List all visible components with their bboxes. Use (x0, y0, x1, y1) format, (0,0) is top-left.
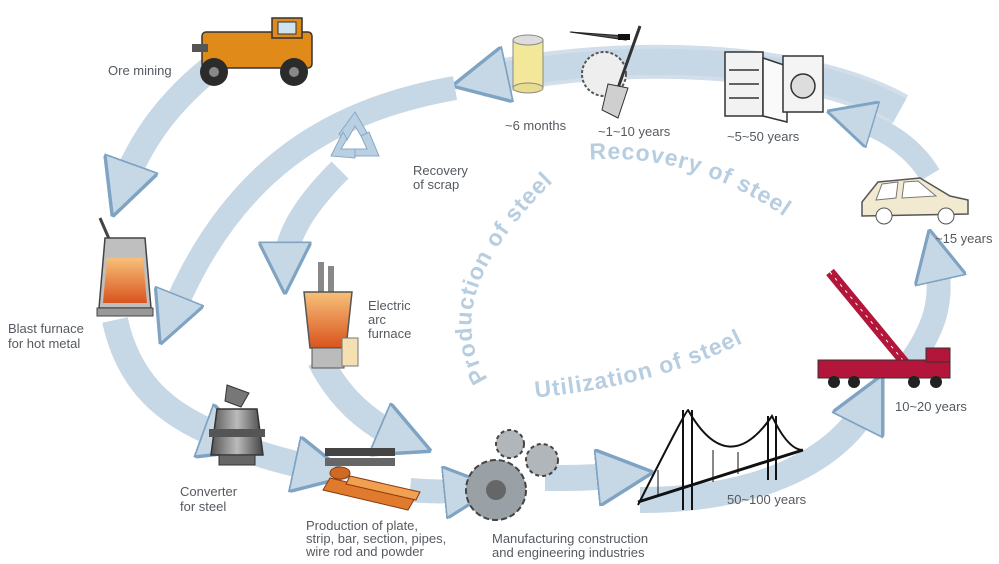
lifetime-bridges-label: 50~100 years (727, 492, 807, 507)
electric-arc-furnace-icon (303, 262, 359, 369)
recovery-of-steel-title: Recovery of steel (589, 138, 797, 222)
inner-arrow-gears-to-bridge (544, 475, 625, 478)
outer-arrow-blast-to-converter (102, 316, 230, 440)
car-body-icon (861, 177, 969, 225)
lifetime-cranes-label: 10~20 years (895, 399, 967, 414)
utilization-of-steel-title: Utilization of steel (533, 323, 746, 402)
suspension-bridge-icon (637, 408, 804, 510)
outer-arrow-cans-to-recycle (170, 76, 458, 320)
manufacturing-label: Manufacturing construction and engineeri… (492, 531, 652, 560)
tools-icon (569, 25, 642, 119)
lifetime-cars-label: ~15 years (935, 231, 993, 246)
blast-furnace-label: Blast furnace for hot metal (8, 321, 88, 351)
steel-products-icon (322, 448, 421, 511)
blast-furnace-icon (96, 217, 154, 317)
production-of-steel-title: Production of steel (450, 166, 557, 389)
inner-arrow-recycle-to-eaf (285, 161, 349, 268)
lifetime-tools-label: ~1~10 years (598, 124, 671, 139)
outer-arrow-mining-to-blast (122, 54, 224, 190)
mining-truck-icon (192, 17, 313, 86)
gears-icon (465, 429, 559, 521)
production-products-label: Production of plate, strip, bar, section… (305, 518, 450, 559)
ore-mining-label: Ore mining (108, 63, 172, 78)
recovery-of-scrap-label: Recovery of scrap (413, 163, 472, 192)
crane-truck-icon (817, 268, 951, 388)
outer-arrow-bridge-to-crane (639, 400, 870, 513)
outer-arrow-car-to-appliances (850, 118, 940, 181)
lifetime-cans-label: ~6 months (505, 118, 567, 133)
electric-arc-furnace-label: Electric arc furnace (368, 298, 414, 341)
recycle-icon (330, 111, 380, 159)
appliances-icon (724, 51, 824, 123)
inner-arrow-eaf-to-products (308, 353, 405, 440)
outer-arrow-crane-to-car (895, 255, 939, 378)
can-icon (512, 34, 544, 94)
converter-label: Converter for steel (180, 484, 241, 514)
converter-icon (209, 384, 265, 466)
lifetime-appliances-label: ~5~50 years (727, 129, 800, 144)
